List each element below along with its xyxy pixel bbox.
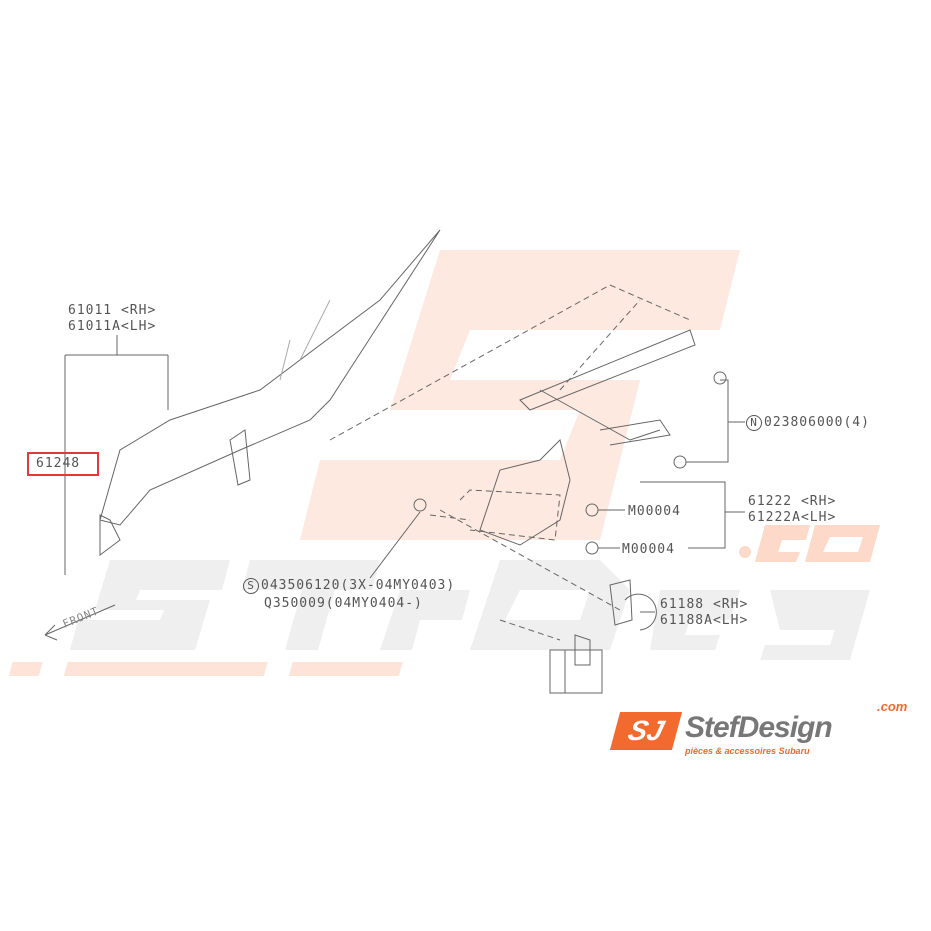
motor [609,579,657,631]
glass-bracket [99,429,251,556]
label-regulator-rh: 61222 <RH> [748,494,837,509]
watermark-tagline-shape [8,662,403,676]
label-highlighted-part[interactable]: 61248 [36,456,81,471]
dashed-guide [329,284,691,641]
label-screw-2: Q350009(04MY0404-) [264,596,423,611]
logo-brand: StefDesign [685,711,833,744]
screw-part-number-1: 043506120(3X-04MY0403) [261,578,456,593]
label-regulator-lh: 61222A<LH> [748,510,837,525]
logo-mark: SJ [609,712,683,750]
highlight-box [27,452,99,476]
regulator-rail [519,329,696,446]
drain-fitting [574,634,591,666]
front-arrow [44,604,116,641]
watermark-domain-shape [739,525,880,562]
label-bolt-1: M00004 [628,504,681,519]
label-glass-lh: 61011A<LH> [68,319,157,334]
logo-domain: .com [877,699,908,714]
watermark-brand-shape [70,560,870,660]
logo-tagline: pièces & accessoires Subaru [685,746,810,756]
label-glass-rh: 61011 <RH> [68,303,157,318]
label-motor-lh: 61188A<LH> [660,613,749,628]
nut-part-number: 023806000(4) [764,415,870,430]
nut-symbol: N [746,415,762,431]
label-motor-rh: 61188 <RH> [660,597,749,612]
door-glass [99,229,441,526]
stefdesign-logo: SJ StefDesign .com pièces & accessoires … [609,700,925,760]
label-bolt-2: M00004 [622,542,675,557]
regulator-body [479,439,571,546]
screw-symbol: S [243,578,259,594]
